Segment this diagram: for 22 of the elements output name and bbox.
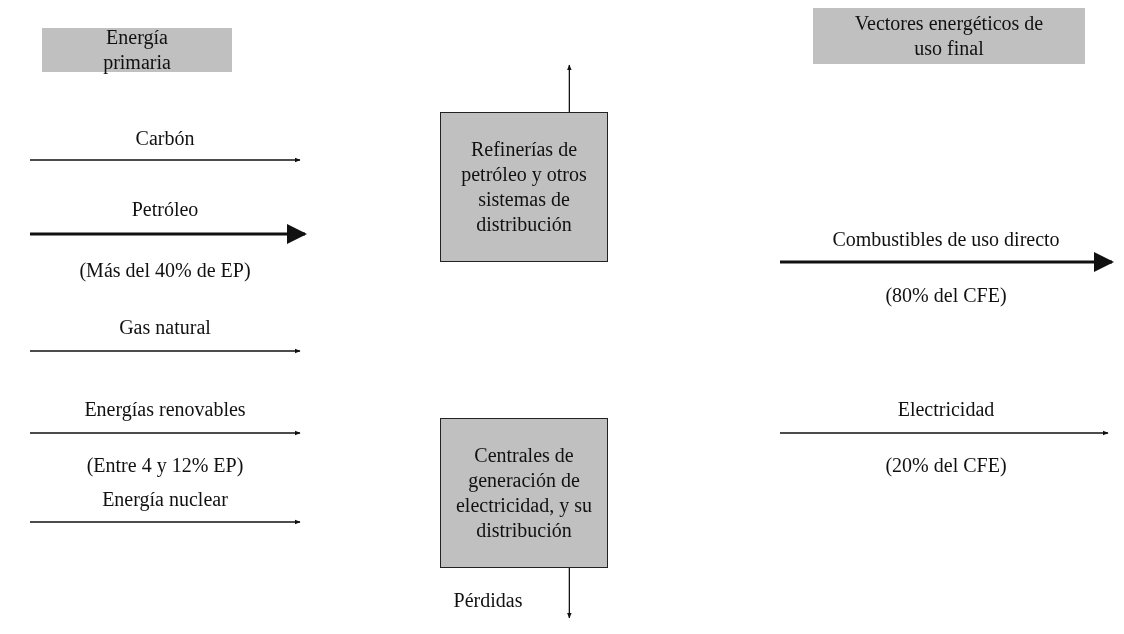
box-text: Refinerías de petróleo y otros sistemas de distribución — [460, 137, 588, 237]
share-note: (Más del 40% de EP) — [79, 260, 251, 280]
flow-label: Carbón — [135, 128, 195, 148]
flow-label: Energías renovables — [84, 399, 246, 419]
flow-label: Electricidad — [897, 399, 995, 419]
process-box — [440, 418, 608, 568]
header-box — [813, 8, 1085, 64]
arrow — [566, 64, 572, 113]
flow-label: Energía nuclear — [102, 489, 228, 509]
share-note: (20% del CFE) — [885, 455, 1007, 475]
header-box — [42, 28, 232, 72]
flow-label: Gas natural — [119, 317, 211, 337]
box-text: Vectores energéticos de uso final — [853, 11, 1045, 61]
share-note: (80% del CFE) — [885, 285, 1007, 305]
process-box — [440, 112, 608, 262]
box-text: Energía primaria — [102, 25, 172, 75]
arrow — [566, 567, 572, 619]
share-note: (Entre 4 y 12% EP) — [86, 455, 244, 475]
flow-label: Petróleo — [131, 199, 199, 219]
edge-label: Pérdidas — [453, 590, 523, 610]
flow-label: Combustibles de uso directo — [832, 229, 1060, 249]
box-text: Centrales de generación de electricidad, y su distribución — [454, 443, 594, 543]
